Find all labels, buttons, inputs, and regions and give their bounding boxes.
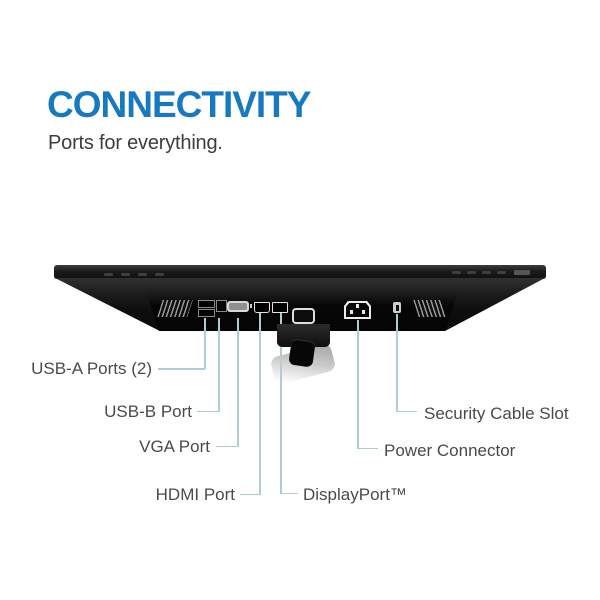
displayport-icon: [272, 302, 288, 313]
usb-a-port-icon: [198, 309, 215, 317]
power-connector-icon: [344, 301, 371, 319]
monitor-stand-mount: [277, 324, 330, 347]
label-security-cable-slot: Security Cable Slot: [424, 404, 569, 423]
power-prong: [362, 310, 365, 314]
monitor-button: [121, 273, 130, 276]
monitor-button: [452, 271, 461, 274]
security-cable-slot-icon: [393, 302, 401, 313]
label-usb-a-ports: USB-A Ports (2): [31, 359, 152, 378]
label-hdmi-port: HDMI Port: [155, 485, 235, 504]
monitor-button: [497, 271, 506, 274]
label-displayport: DisplayPort™: [303, 485, 407, 504]
leader-line-vga-vertical: [237, 318, 239, 447]
leader-line-usb-b-vertical: [218, 318, 220, 412]
leader-line-power-horizontal: [357, 447, 378, 449]
monitor-button: [104, 273, 113, 276]
leader-line-usb-a-horizontal: [158, 368, 205, 370]
vga-port-icon: [227, 301, 249, 312]
label-usb-b-port: USB-B Port: [104, 402, 192, 421]
vent-grille-right-icon: [413, 300, 446, 317]
usb-a-port-icon: [198, 300, 215, 308]
leader-line-power-vertical: [357, 320, 359, 449]
stand-release-latch: [292, 308, 315, 324]
leader-line-security-vertical: [396, 314, 398, 412]
brand-mark: [514, 270, 530, 275]
monitor-bezel-bar: [54, 265, 546, 279]
page-title: CONNECTIVITY: [47, 84, 311, 125]
vga-port-pins: [229, 303, 247, 310]
leader-line-hdmi-horizontal: [240, 493, 260, 495]
monitor-button: [155, 273, 164, 276]
security-slot-opening: [395, 304, 399, 311]
page-subtitle: Ports for everything.: [48, 132, 223, 154]
stand-cable-clip: [288, 338, 316, 368]
monitor-button: [138, 273, 147, 276]
monitor-button: [482, 271, 491, 274]
leader-line-vga-horizontal: [216, 445, 238, 447]
power-prong: [356, 304, 359, 308]
vent-grille-left-icon: [157, 300, 193, 317]
label-power-connector: Power Connector: [384, 441, 516, 460]
monitor-button: [467, 271, 476, 274]
vga-screw: [250, 304, 252, 308]
usb-b-port-icon: [216, 300, 227, 312]
power-prong: [350, 310, 353, 314]
leader-line-hdmi-vertical: [259, 313, 261, 495]
hdmi-port-icon: [254, 302, 270, 313]
leader-line-displayport-vertical: [280, 313, 282, 494]
label-vga-port: VGA Port: [139, 437, 210, 456]
leader-line-security-horizontal: [396, 410, 417, 412]
leader-line-displayport-horizontal: [280, 492, 298, 494]
leader-line-usb-a-vertical: [204, 318, 206, 369]
leader-line-usb-b-horizontal: [197, 410, 219, 412]
